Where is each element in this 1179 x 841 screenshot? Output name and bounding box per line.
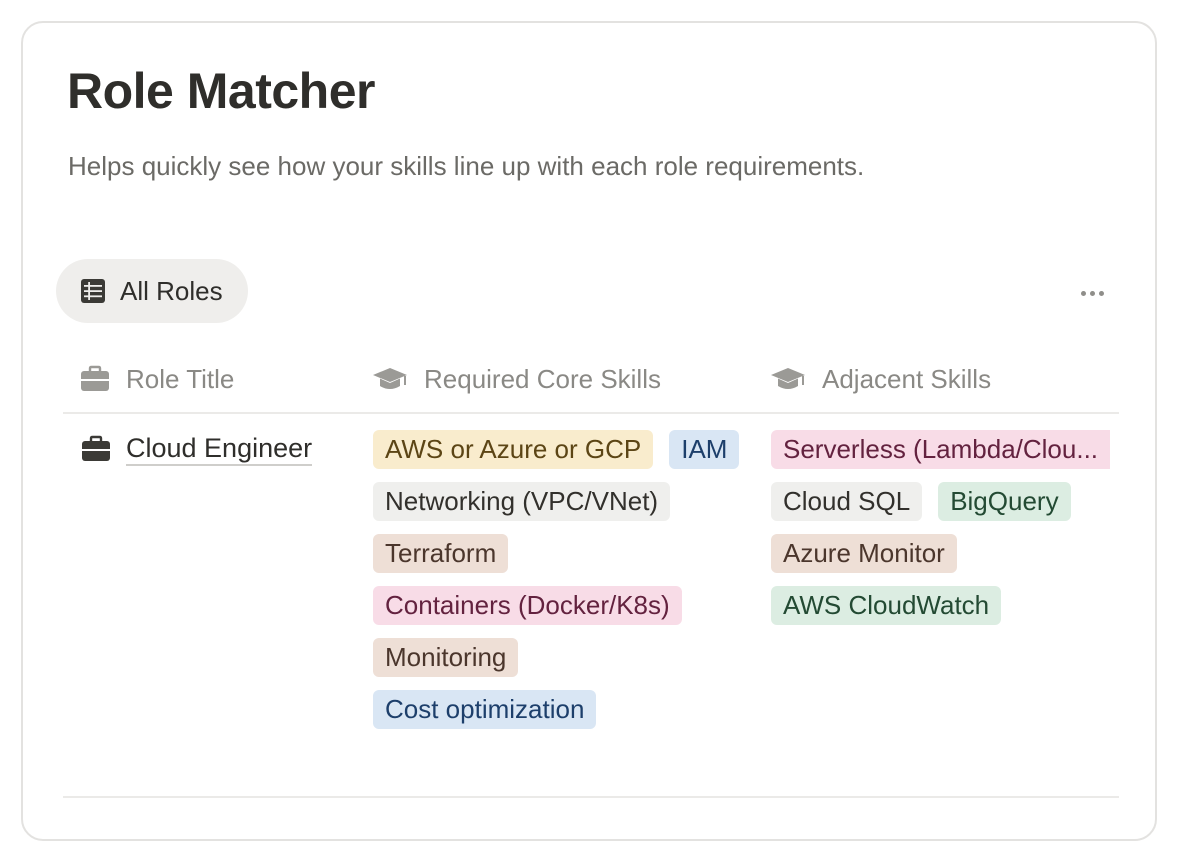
view-tab-all-roles[interactable]: All Roles xyxy=(56,259,248,323)
database-card: Role Matcher Helps quickly see how your … xyxy=(21,21,1157,841)
skill-tag: Serverless (Lambda/Clou... xyxy=(771,430,1111,469)
adjacent-skills-cell[interactable]: Serverless (Lambda/Clou... Cloud SQL Big… xyxy=(771,430,1119,625)
skill-tag: Containers (Docker/K8s) xyxy=(373,586,682,625)
skill-tag: AWS CloudWatch xyxy=(771,586,1002,625)
role-title-cell: Cloud Engineer xyxy=(81,432,313,466)
skill-tag: BigQuery xyxy=(938,482,1071,521)
graduation-cap-icon xyxy=(770,365,806,393)
more-dot xyxy=(1098,290,1104,296)
skill-tag: Terraform xyxy=(373,534,509,573)
skill-tag: AWS or Azure or GCP xyxy=(373,430,654,469)
table-header: Role Title Required Core Skills Adjace xyxy=(63,353,1119,414)
view-tab-label: All Roles xyxy=(120,275,223,306)
column-header-adjacent-skills[interactable]: Adjacent Skills xyxy=(770,353,991,405)
table-row[interactable]: Cloud Engineer AWS or Azure or GCP IAM N… xyxy=(63,414,1119,798)
column-header-label: Role Title xyxy=(126,363,235,394)
role-title-link[interactable]: Cloud Engineer xyxy=(126,432,313,466)
page-description: Helps quickly see how your skills line u… xyxy=(68,151,865,181)
page-title: Role Matcher xyxy=(67,63,375,119)
skill-tag: IAM xyxy=(669,430,740,469)
skill-tag: Azure Monitor xyxy=(771,534,957,573)
graduation-cap-icon xyxy=(372,365,408,393)
skill-tag: Networking (VPC/VNet) xyxy=(373,482,671,521)
skill-tag: Monitoring xyxy=(373,638,519,677)
briefcase-icon xyxy=(80,365,110,393)
column-header-label: Adjacent Skills xyxy=(822,363,992,394)
more-options-button[interactable] xyxy=(1075,281,1109,305)
table-icon xyxy=(80,278,106,304)
skill-tag: Cost optimization xyxy=(373,690,597,729)
column-header-core-skills[interactable]: Required Core Skills xyxy=(372,353,661,405)
more-dot xyxy=(1089,290,1095,296)
more-dot xyxy=(1080,290,1086,296)
column-header-role-title[interactable]: Role Title xyxy=(80,353,234,405)
column-header-label: Required Core Skills xyxy=(424,363,661,394)
skill-tag: Cloud SQL xyxy=(771,482,923,521)
briefcase-icon xyxy=(81,435,111,463)
core-skills-cell[interactable]: AWS or Azure or GCP IAM Networking (VPC/… xyxy=(373,430,753,729)
